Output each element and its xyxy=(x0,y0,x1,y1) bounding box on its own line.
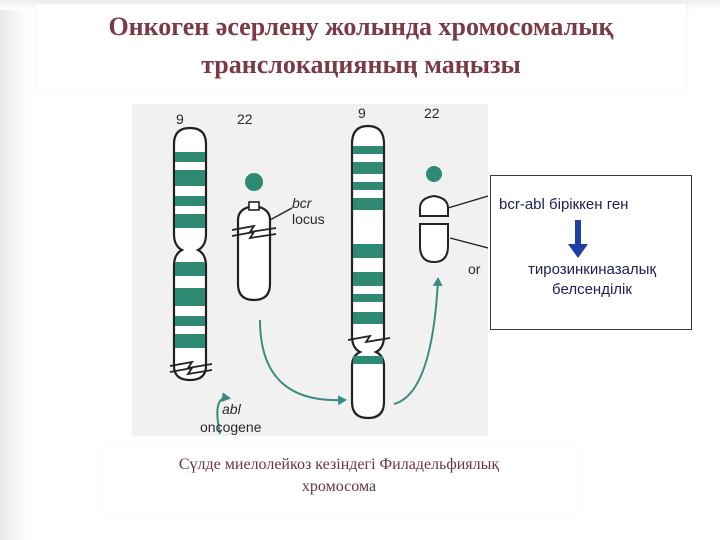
label-chr9-left: 9 xyxy=(176,111,184,127)
label-cut-text: or xyxy=(468,261,481,277)
label-chr22-left: 22 xyxy=(237,111,253,127)
slide-title: Онкоген әсерлену жолында хромосомалық тр… xyxy=(36,4,686,92)
label-chr22-right: 22 xyxy=(424,105,440,121)
slide-edge-shadow xyxy=(0,0,28,540)
title-line-2: транслокацияның маңызы xyxy=(201,50,521,79)
down-arrow-icon xyxy=(568,220,588,258)
label-abl: abl xyxy=(222,401,241,417)
activity-line-1: тирозинкиназалық xyxy=(527,261,657,278)
chromosome-9-normal xyxy=(169,126,213,382)
arrow-abl xyxy=(216,392,231,435)
figure-caption: Сүлде миелолейкоз кезіндегі Филадельфиял… xyxy=(100,446,578,512)
caption-line-2: хромосома xyxy=(301,478,377,495)
chromosome-22-normal xyxy=(231,173,293,302)
chromosome-9-derivative xyxy=(347,124,391,420)
translocation-diagram xyxy=(169,124,488,435)
label-oncogene: oncogene xyxy=(200,419,262,435)
fusion-gene-label: bcr-abl біріккен ген xyxy=(499,196,629,213)
label-bcr: bcr xyxy=(292,195,312,211)
fusion-gene-box: bcr-abl біріккен ген тирозинкиназалық бе… xyxy=(490,175,692,330)
caption-line-1: Сүлде миелолейкоз кезіндегі Филадельфиял… xyxy=(178,456,500,473)
arrow-to-der9 xyxy=(259,319,347,406)
label-locus: locus xyxy=(292,211,325,227)
title-line-1: Онкоген әсерлену жолында хромосомалық xyxy=(108,12,614,41)
label-chr9-right: 9 xyxy=(358,105,366,121)
tyrosine-kinase-activity: тирозинкиназалық белсенділік xyxy=(491,260,693,300)
activity-line-2: белсенділік xyxy=(552,281,632,298)
philadelphia-chromosome xyxy=(419,166,488,264)
arrow-to-ph xyxy=(393,277,443,405)
